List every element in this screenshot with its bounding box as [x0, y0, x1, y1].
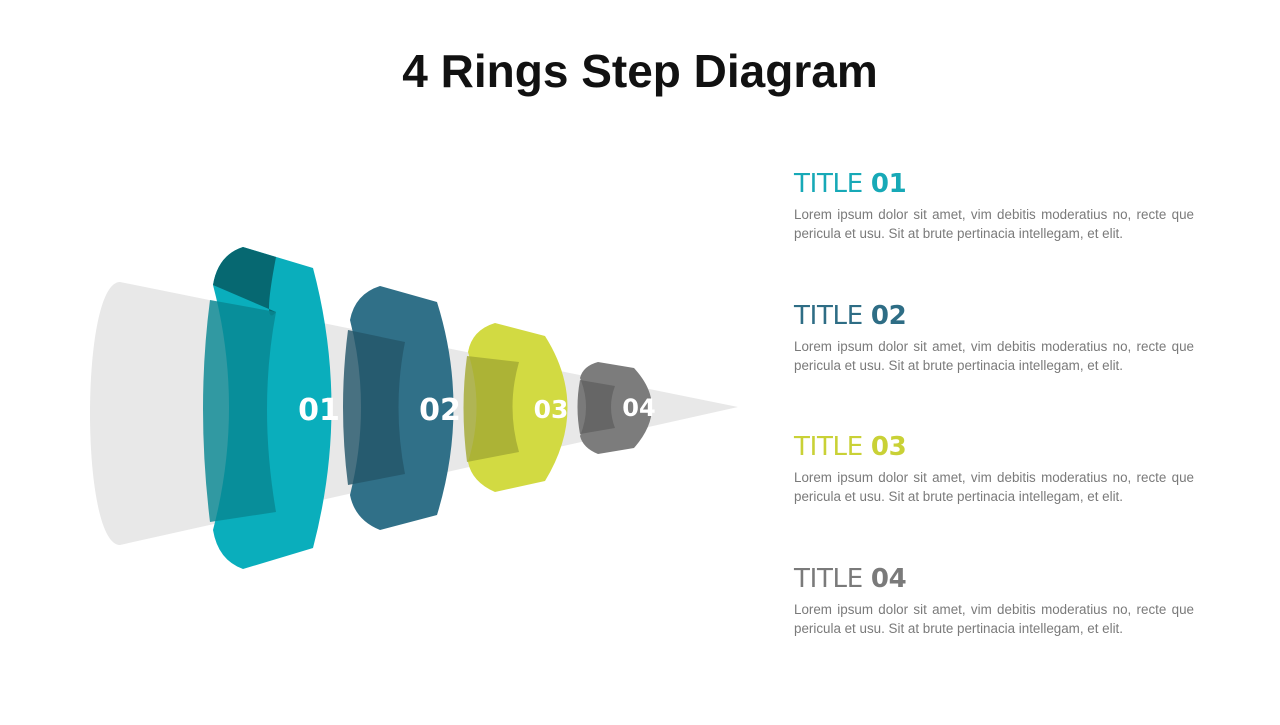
ring-03-front-face	[463, 356, 519, 462]
step-title-01-word: TITLE	[794, 169, 863, 199]
ring-01-inner-shade	[213, 247, 276, 316]
step-title-04: TITLE 04	[794, 564, 1194, 594]
step-title-03-number: 03	[870, 432, 907, 462]
step-list: TITLE 01 Lorem ipsum dolor sit amet, vim…	[794, 0, 1194, 720]
ring-02-front-face	[343, 330, 405, 485]
step-title-02: TITLE 02	[794, 301, 1194, 331]
rings-diagram: 01 02 03 04	[90, 247, 738, 569]
step-title-01: TITLE 01	[794, 169, 1194, 199]
step-title-02-word: TITLE	[794, 301, 863, 331]
rings-diagram-svg: 01 02 03 04	[90, 247, 738, 569]
ring-03-label: 03	[534, 395, 569, 424]
step-description-02: Lorem ipsum dolor sit amet, vim debitis …	[794, 339, 1194, 373]
page-title: 4 Rings Step Diagram	[402, 45, 878, 97]
step-title-03: TITLE 03	[794, 432, 1194, 462]
ring-01-label: 01	[298, 393, 340, 428]
ring-01-front-face	[203, 300, 276, 522]
step-item-01: TITLE 01 Lorem ipsum dolor sit amet, vim…	[794, 169, 1194, 243]
step-title-04-word: TITLE	[794, 564, 863, 594]
step-item-02: TITLE 02 Lorem ipsum dolor sit amet, vim…	[794, 301, 1194, 375]
ring-04-front-face	[577, 380, 615, 434]
step-description-04: Lorem ipsum dolor sit amet, vim debitis …	[794, 602, 1194, 636]
step-title-03-word: TITLE	[794, 432, 863, 462]
step-title-04-number: 04	[870, 564, 907, 594]
step-item-03: TITLE 03 Lorem ipsum dolor sit amet, vim…	[794, 432, 1194, 506]
step-title-02-number: 02	[870, 301, 907, 331]
ring-04: 04	[577, 362, 656, 454]
ring-04-label: 04	[622, 394, 655, 422]
step-description-01: Lorem ipsum dolor sit amet, vim debitis …	[794, 207, 1194, 241]
ring-03: 03	[463, 323, 569, 492]
ring-02-label: 02	[419, 393, 461, 428]
step-title-01-number: 01	[870, 169, 907, 199]
ring-02: 02	[343, 286, 461, 530]
step-item-04: TITLE 04 Lorem ipsum dolor sit amet, vim…	[794, 564, 1194, 638]
step-description-03: Lorem ipsum dolor sit amet, vim debitis …	[794, 470, 1194, 504]
ring-01: 01	[203, 247, 340, 569]
